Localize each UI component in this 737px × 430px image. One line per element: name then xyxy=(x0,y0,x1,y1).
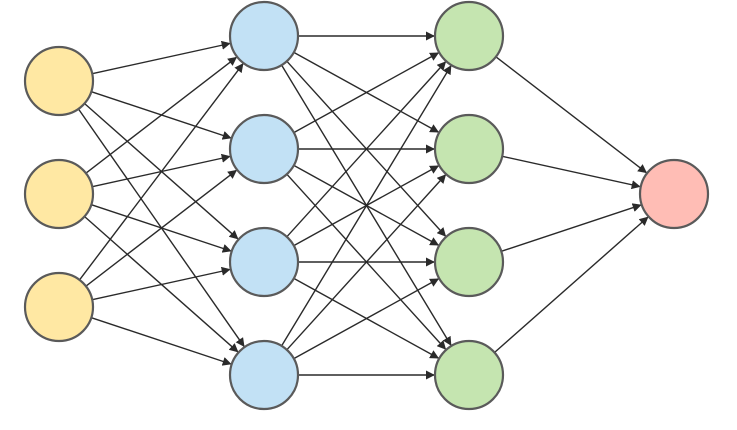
hidden-1-node-2 xyxy=(228,113,300,185)
output-node-1 xyxy=(638,158,710,230)
hidden-2-node-2 xyxy=(433,113,505,185)
hidden-1-node-3 xyxy=(228,226,300,298)
input-node-3 xyxy=(23,271,95,343)
connection-input-2-to-hidden-1-1 xyxy=(85,56,238,174)
connection-input-3-to-hidden-1-2 xyxy=(85,169,238,287)
connection-input-3-to-hidden-1-1 xyxy=(78,63,244,281)
hidden-2-node-1 xyxy=(433,0,505,72)
connections xyxy=(77,31,649,380)
connection-hidden-1-4-to-hidden-2-3 xyxy=(293,278,440,360)
connection-hidden-2-2-to-output-1 xyxy=(502,155,641,190)
hidden-1-node-1 xyxy=(228,0,300,72)
connection-hidden-1-4-to-hidden-2-2 xyxy=(286,174,447,351)
hidden-2-node-3 xyxy=(433,226,505,298)
hidden-2-node-4 xyxy=(433,339,505,411)
connection-hidden-2-3-to-output-1 xyxy=(501,203,642,252)
connection-input-3-to-hidden-1-3 xyxy=(92,266,231,301)
connection-input-1-to-hidden-1-1 xyxy=(92,40,231,75)
neurons xyxy=(23,0,710,411)
hidden-1-node-4 xyxy=(228,339,300,411)
connection-hidden-2-1-to-output-1 xyxy=(495,56,648,174)
connection-hidden-2-4-to-output-1 xyxy=(494,216,649,354)
input-node-2 xyxy=(23,158,95,230)
connection-input-3-to-hidden-1-4 xyxy=(91,317,232,366)
connection-hidden-1-3-to-hidden-2-1 xyxy=(286,61,447,238)
connection-hidden-1-4-to-hidden-2-1 xyxy=(281,65,452,347)
connection-hidden-1-2-to-hidden-2-1 xyxy=(293,52,440,134)
input-node-1 xyxy=(23,45,95,117)
